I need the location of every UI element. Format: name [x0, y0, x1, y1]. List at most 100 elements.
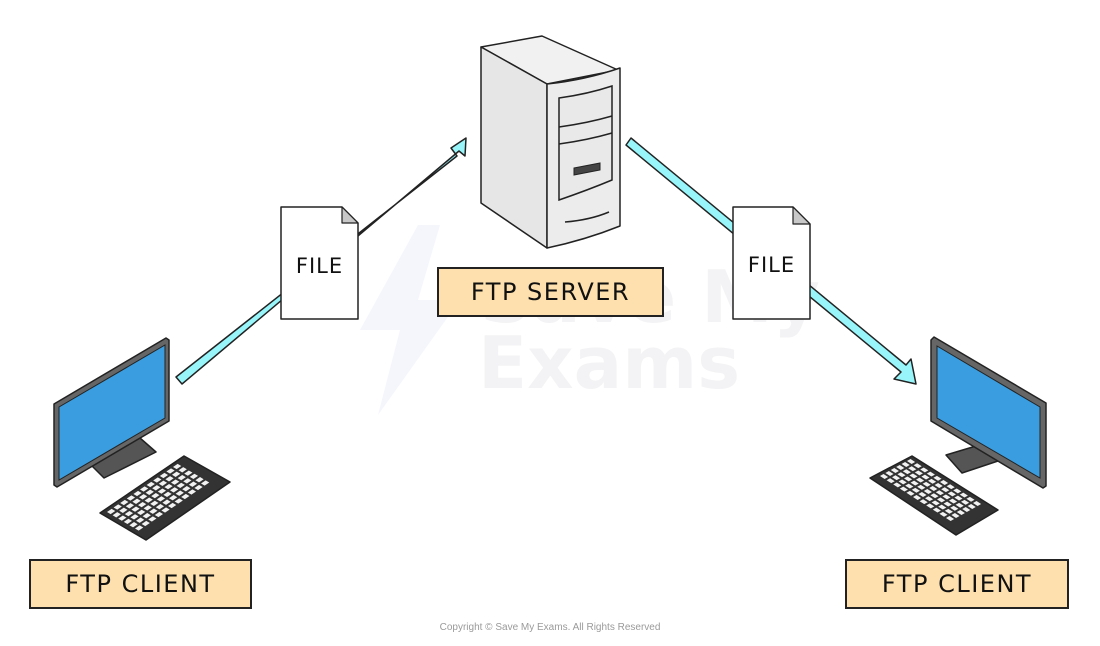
- keyboard-key: [932, 507, 941, 513]
- monitor-screen: [58, 344, 166, 481]
- keyboard-key: [169, 495, 178, 501]
- keyboard-key: [902, 469, 911, 475]
- keyboard-key: [921, 474, 930, 480]
- keyboard-key: [967, 504, 976, 509]
- keyboard-key: [130, 514, 139, 520]
- keyboard-key: [177, 474, 186, 481]
- keyboard-key: [939, 511, 948, 517]
- keyboard-key: [946, 484, 955, 490]
- keyboard-icon: [869, 455, 999, 536]
- keyboard-key: [898, 479, 907, 485]
- monitor-screen: [936, 345, 1041, 479]
- keyboard-key: [896, 465, 905, 470]
- keyboard-key: [189, 473, 199, 480]
- keyboard-key: [144, 497, 153, 503]
- keyboard-key: [157, 488, 167, 494]
- keyboard-key: [184, 470, 193, 476]
- keyboard-key: [181, 493, 190, 500]
- keyboard-key: [178, 467, 187, 473]
- keyboard-key: [959, 492, 968, 498]
- keyboard-key: [131, 506, 140, 512]
- keyboard-key: [911, 487, 920, 493]
- ftp-server-label: FTP SERVER: [437, 267, 664, 317]
- keyboard-key: [148, 516, 157, 522]
- keyboard-key: [885, 471, 894, 476]
- keyboard-key: [138, 501, 147, 508]
- keyboard-key: [913, 463, 922, 469]
- keyboard-key: [897, 472, 906, 478]
- keyboard-key: [140, 486, 149, 492]
- keyboard-key: [942, 494, 951, 500]
- keyboard-key: [175, 490, 184, 496]
- keyboard-key: [922, 481, 931, 487]
- keyboard-key: [124, 510, 134, 517]
- keyboard-key: [195, 477, 204, 483]
- keyboard-key: [916, 477, 925, 483]
- keyboard-key: [141, 520, 150, 527]
- desktop-computer-icon-left: [53, 337, 231, 541]
- keyboard-key: [913, 495, 922, 500]
- keyboard-key: [156, 496, 166, 502]
- keyboard-key: [151, 492, 160, 499]
- keyboard-icon: [99, 455, 231, 541]
- keyboard-key: [904, 476, 913, 482]
- keyboard-key: [926, 503, 935, 509]
- keyboard-key: [146, 481, 155, 488]
- keyboard-key: [930, 493, 939, 499]
- keyboard-key: [935, 490, 944, 496]
- keyboard-key: [174, 498, 183, 504]
- keyboard-key: [923, 489, 932, 494]
- keyboard-key: [135, 525, 144, 531]
- file-label-download: FILE: [748, 253, 795, 277]
- keyboard-key: [886, 478, 895, 484]
- keyboard-key: [950, 505, 959, 511]
- keyboard-key: [159, 472, 169, 479]
- keyboard-key: [139, 494, 148, 500]
- keyboard-key: [170, 487, 179, 493]
- keyboard-key: [137, 509, 146, 516]
- keyboard-key: [182, 486, 191, 492]
- keyboard-key: [133, 490, 142, 497]
- keyboard-key: [158, 480, 168, 486]
- keyboard-key: [890, 468, 899, 473]
- keyboard-key: [173, 463, 182, 470]
- keyboard-key: [966, 496, 975, 502]
- keyboard-key: [129, 522, 138, 528]
- keyboard-key: [906, 490, 915, 496]
- keyboard-key: [940, 480, 949, 485]
- keyboard-key: [944, 508, 953, 514]
- keyboard-key: [143, 505, 152, 511]
- keyboard-key: [961, 499, 970, 505]
- watermark-line2: Exams: [478, 321, 740, 405]
- keyboard-key: [150, 500, 159, 507]
- keyboard-key: [123, 518, 133, 525]
- keyboard-key: [905, 483, 914, 489]
- keyboard-key: [899, 486, 908, 492]
- keyboard-key: [925, 496, 934, 502]
- keyboard-key: [893, 482, 902, 488]
- keyboard-key: [946, 516, 955, 521]
- keyboard-key: [126, 495, 136, 501]
- keyboard-key: [909, 473, 918, 479]
- keyboard-key: [113, 504, 122, 510]
- keyboard-key: [165, 476, 174, 482]
- keyboard-key: [153, 477, 162, 483]
- keyboard-key: [908, 466, 917, 472]
- keyboard-key: [943, 501, 952, 507]
- desktop-computer-icon-right: [869, 336, 1047, 536]
- keyboard-key: [954, 495, 963, 501]
- keyboard-key: [171, 479, 180, 485]
- keyboard-key: [194, 484, 203, 491]
- keyboard-key: [107, 508, 116, 515]
- file-label-upload: FILE: [296, 254, 343, 278]
- keyboard-key: [188, 481, 198, 487]
- keyboard-key: [920, 467, 929, 473]
- keyboard-key: [933, 475, 942, 481]
- keyboard-key: [941, 487, 950, 493]
- keyboard-key: [187, 489, 197, 495]
- keyboard-key: [949, 498, 958, 504]
- keyboard-key: [168, 502, 177, 509]
- ftp-client-left-label: FTP CLIENT: [29, 559, 252, 609]
- keyboard-key: [937, 497, 946, 503]
